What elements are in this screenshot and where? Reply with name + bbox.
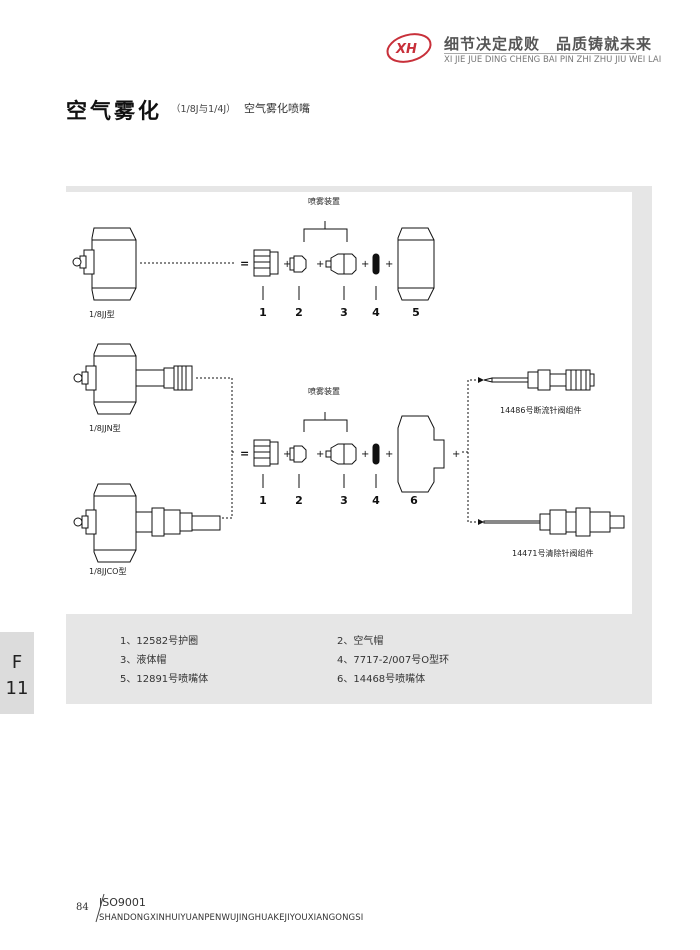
equals-sign-1: = [240, 257, 249, 270]
nozzle-body-part-6 [397, 415, 445, 493]
legend-panel [66, 614, 652, 704]
spray-setup-label-top: 喷雾装置 [308, 197, 340, 206]
legend-item: 4、7717-2/007号O型环 [337, 655, 450, 666]
section-tab-number: 11 [5, 678, 29, 699]
o-ring-part-4b [372, 443, 380, 465]
company-logo: XH [386, 33, 432, 63]
slogan-chinese: 细节决定成败 品质铸就未来 [444, 35, 653, 53]
retaining-ring-part-1b [253, 439, 279, 467]
svg-text:+: + [452, 449, 460, 460]
fluid-cap-part-3b [325, 443, 357, 465]
page-title-description: 空气雾化喷嘴 [244, 102, 310, 115]
retaining-ring-part-1 [253, 249, 279, 277]
iso-certification: ISO9001 [99, 896, 146, 909]
fluid-cap-part-3 [325, 253, 357, 275]
company-name: SHANDONGXINHUIYUANPENWUJINGHUAKEJIYOUXIA… [99, 913, 364, 923]
svg-text:+: + [361, 449, 369, 460]
model-label-1-8jjco: 1/8JJCO型 [89, 567, 127, 576]
assembly-dash-2 [196, 377, 233, 518]
cleanout-needle-kit [483, 507, 625, 537]
model-label-1-8jj: 1/8JJ型 [89, 310, 115, 319]
logo-text: XH [395, 42, 417, 57]
header-rule [444, 53, 636, 54]
part-number-row1-2: 2 [295, 306, 303, 319]
svg-text:+: + [283, 449, 291, 460]
model-label-1-8jjn: 1/8JJN型 [89, 424, 121, 433]
nozzle-body-1-8jj [72, 227, 137, 301]
legend-item: 5、12891号喷嘴体 [120, 674, 209, 685]
kit-label-cleanout: 14471号清除针阀组件 [512, 549, 594, 558]
o-ring-part-4 [372, 253, 380, 275]
svg-text:+: + [385, 449, 393, 460]
part-number-row2-4: 4 [372, 494, 380, 507]
equals-sign-2: = [240, 447, 249, 460]
air-cap-part-2 [289, 255, 307, 273]
slogan-pinyin: XI JIE JUE DING CHENG BAI PIN ZHI ZHU JI… [444, 55, 662, 65]
legend-item: 2、空气帽 [337, 636, 384, 647]
svg-text:+: + [385, 259, 393, 270]
part-number-row1-4: 4 [372, 306, 380, 319]
page-title-models: （1/8J与1/4J） [171, 104, 236, 115]
legend-item: 6、14468号喷嘴体 [337, 674, 426, 685]
svg-text:+: + [316, 449, 324, 460]
page-title: 空气雾化 [66, 98, 162, 123]
part-number-row2-1: 1 [259, 494, 267, 507]
part-number-row1-1: 1 [259, 306, 267, 319]
svg-text:+: + [361, 259, 369, 270]
section-tab-letter: F [11, 652, 23, 673]
page-number: 84 [76, 902, 89, 913]
part-number-row1-5: 5 [412, 306, 420, 319]
part-number-row2-6: 6 [410, 494, 418, 507]
svg-text:+: + [316, 259, 324, 270]
nozzle-body-1-8jjn [73, 343, 193, 415]
legend-item: 1、12582号护圈 [120, 636, 199, 647]
nozzle-body-part-5 [397, 227, 435, 301]
part-number-row2-3: 3 [340, 494, 348, 507]
legend-item: 3、液体帽 [120, 655, 167, 666]
section-tab [0, 632, 34, 714]
svg-text:+: + [283, 259, 291, 270]
shutoff-needle-kit [483, 369, 595, 391]
part-number-row1-3: 3 [340, 306, 348, 319]
air-cap-part-2b [289, 445, 307, 463]
nozzle-body-1-8jjco [73, 483, 221, 563]
part-number-row2-2: 2 [295, 494, 303, 507]
spray-setup-label-mid: 喷雾装置 [308, 387, 340, 396]
kit-label-shutoff: 14486号断流针阀组件 [500, 406, 582, 415]
